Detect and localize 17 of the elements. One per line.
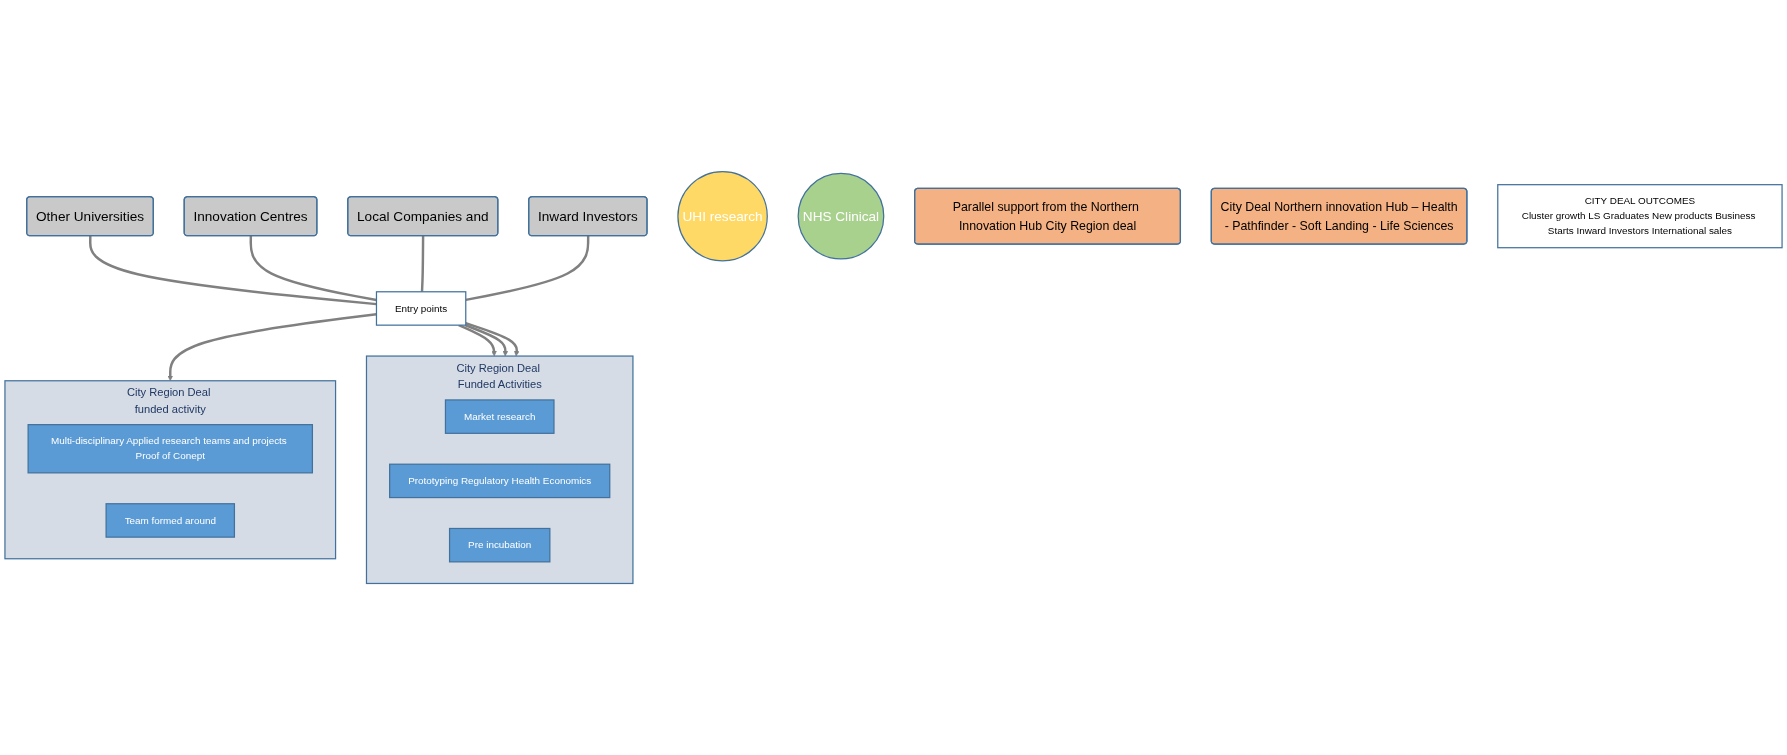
node-box: Entry points (375, 291, 467, 326)
node-circle: UHI research (677, 170, 768, 262)
arrow (465, 322, 520, 357)
node-box: Pre incubation (448, 527, 551, 563)
connector (89, 235, 377, 306)
node-box: Team formed around (105, 503, 236, 538)
arrow (458, 324, 497, 357)
node-circle: NHS Clinical (797, 172, 885, 260)
node-box: CITY DEAL OUTCOMES Cluster growth LS Graduates New products Business Starts Inward Investors International sales (1497, 184, 1783, 249)
connector (465, 235, 590, 302)
connector (420, 235, 425, 292)
arrow (167, 312, 377, 381)
node-box: Multi-disciplinary Applied research teams and projects Proof of Conept (27, 424, 313, 474)
node-box: Prototyping Regulatory Health Economics (389, 463, 611, 499)
arrow (464, 324, 509, 357)
node-box: Market research (444, 399, 555, 434)
connector (249, 235, 377, 302)
